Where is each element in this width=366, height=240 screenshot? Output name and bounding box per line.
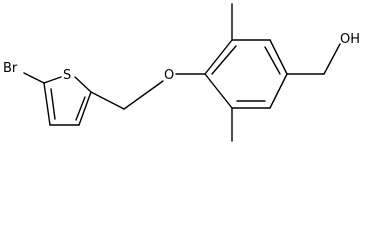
structure-canvas: Br S O OH xyxy=(3,3,360,142)
molecule-diagram: Br S O OH xyxy=(3,3,360,142)
bond-ar-c1-c2 xyxy=(204,39,233,75)
bond-c2-ch2 xyxy=(90,91,125,110)
bond-ar-c6-c1 xyxy=(204,73,233,109)
bond-c2-c3-inner xyxy=(75,96,86,121)
bond-ar-c3-c4-inner xyxy=(264,46,281,75)
bond-c4-c5-inner xyxy=(50,88,56,120)
bond-c4-c5-outer xyxy=(43,82,51,126)
atom-label-oxygen: O xyxy=(164,68,174,83)
bond-c2-c3-outer xyxy=(78,91,92,126)
atom-label-bromine: Br xyxy=(3,61,18,76)
bond-ch2-o xyxy=(123,80,164,110)
bond-ch2-oh xyxy=(323,43,341,75)
bond-s1-c2 xyxy=(74,76,92,93)
bond-ar-c3-c4 xyxy=(269,39,288,75)
atom-label-hydroxyl: OH xyxy=(340,32,360,47)
bond-c5-s1 xyxy=(43,76,62,84)
bond-ar-c1-c2-inner xyxy=(211,45,237,75)
atom-label-sulfur: S xyxy=(63,68,71,83)
bond-ar-c4-c5 xyxy=(269,73,288,109)
bond-c5-br xyxy=(23,72,45,84)
